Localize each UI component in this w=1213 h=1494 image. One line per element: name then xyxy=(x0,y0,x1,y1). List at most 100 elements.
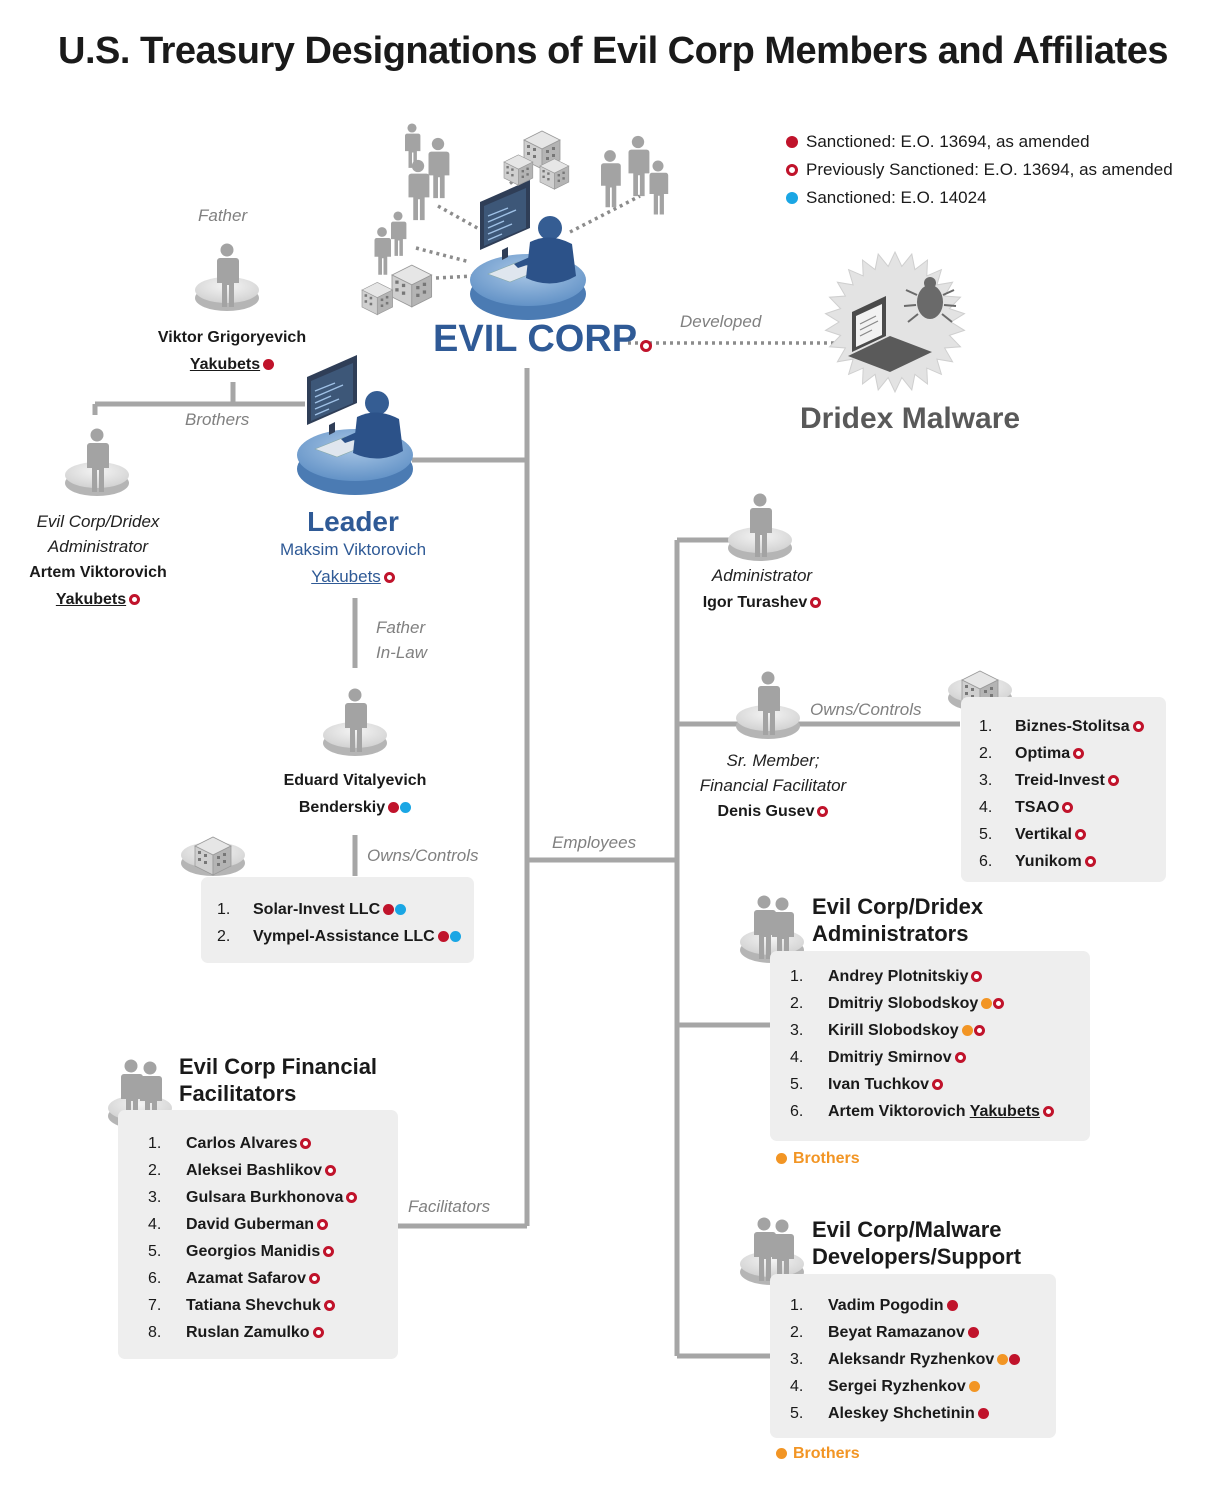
list-item-number: 4. xyxy=(790,1378,804,1395)
previously-marker-icon xyxy=(1073,748,1085,759)
father-in-law-label-2: In-Law xyxy=(376,643,428,662)
previously-marker-icon xyxy=(325,1165,337,1176)
list-item: 5. Georgios Manidis xyxy=(148,1238,357,1265)
owns-controls-label-gusev: Owns/Controls xyxy=(810,700,922,719)
list-item: 1.Biznes-Stolitsa xyxy=(979,713,1144,740)
list-item-number: 2. xyxy=(790,995,804,1012)
list-item-name: Azamat Safarov xyxy=(186,1270,307,1287)
list-item: 2. Dmitriy Slobodskoy xyxy=(790,990,1054,1017)
previously-marker-icon xyxy=(993,998,1005,1009)
sanctioned-marker-icon xyxy=(977,1408,989,1419)
previously-marker-icon xyxy=(323,1300,335,1311)
brothers-marker-icon xyxy=(997,1354,1009,1365)
legend-item-sanctioned: Sanctioned: E.O. 13694, as amended xyxy=(786,128,1173,156)
previously-marker-icon xyxy=(300,1138,312,1149)
list-item: 4. Sergei Ryzhenkov xyxy=(790,1373,1020,1400)
previously-marker-icon xyxy=(1084,856,1096,867)
brothers-marker-icon xyxy=(776,1448,787,1459)
list-item-name: Ivan Tuchkov xyxy=(828,1076,930,1093)
sanctioned-marker-icon xyxy=(437,931,449,942)
leader-first-name: Maksim Viktorovich xyxy=(279,540,427,559)
facilitators-label: Facilitators xyxy=(408,1197,491,1216)
list-item-name: Gulsara Burkhonova xyxy=(186,1189,344,1206)
sanctioned-marker-icon xyxy=(263,359,275,370)
administrator-name: Igor Turashev xyxy=(662,594,862,612)
legend-item-eo14024: Sanctioned: E.O. 14024 xyxy=(786,184,1173,212)
list-item-name: Treid-Invest xyxy=(1015,772,1105,789)
brothers-relation-label: Brothers xyxy=(185,410,250,429)
previously-marker-icon xyxy=(1042,1106,1054,1117)
previously-marker-icon xyxy=(932,1079,944,1090)
list-item-number: 2. xyxy=(217,928,231,945)
list-item-number: 6. xyxy=(979,853,993,870)
list-item-name: Yunikom xyxy=(1015,853,1082,870)
dridex-malware-graphic xyxy=(824,250,966,394)
eo14024-marker-icon xyxy=(395,904,407,915)
list-item-number: 5. xyxy=(148,1243,162,1260)
list-item-underlined-name: Yakubets xyxy=(969,1103,1040,1120)
previously-marker-icon xyxy=(312,1327,324,1338)
previously-marker-icon xyxy=(317,1219,329,1230)
list-item-name: Artem Viktorovich xyxy=(828,1103,970,1120)
list-item-number: 5. xyxy=(790,1405,804,1422)
sanctioned-marker-icon xyxy=(1009,1354,1021,1365)
father-in-law-first-name: Eduard Vitalyevich xyxy=(283,772,427,789)
sanctioned-marker-icon xyxy=(383,904,395,915)
list-item: 6. Yunikom xyxy=(979,848,1144,875)
list-item-number: 2. xyxy=(790,1324,804,1341)
list-item-name: Vympel-Assistance LLC xyxy=(253,928,435,945)
list-item: 1.Vadim Pogodin xyxy=(790,1292,1020,1319)
brothers-marker-icon xyxy=(981,998,993,1009)
list-item-name: Georgios Manidis xyxy=(186,1243,321,1260)
sr-member-role-line1: Sr. Member; xyxy=(726,751,820,770)
father-first-name: Viktor Grigoryevich xyxy=(157,329,307,346)
list-item-number: 4. xyxy=(790,1049,804,1066)
connector-lines xyxy=(92,368,960,1359)
father-in-law-label-1: Father xyxy=(376,618,426,637)
list-item: 6. Artem Viktorovich Yakubets xyxy=(790,1098,1054,1125)
list-item-name: Kirill Slobodskoy xyxy=(828,1022,959,1039)
sr-member-name: Denis Gusev xyxy=(668,803,878,821)
list-item: 2.Optima xyxy=(979,740,1144,767)
previously-sanctioned-marker-icon xyxy=(817,806,829,817)
list-item-number: 3. xyxy=(979,772,993,789)
brothers-marker-icon xyxy=(968,1381,980,1392)
previously-marker-icon xyxy=(346,1192,358,1203)
list-item: 2. Beyat Ramazanov xyxy=(790,1319,1020,1346)
previously-marker-icon xyxy=(1107,775,1119,786)
list-item: 1.Andrey Plotnitskiy xyxy=(790,963,1054,990)
brother-role-line1: Evil Corp/Dridex xyxy=(36,512,160,531)
list-item-name: Dmitriy Smirnov xyxy=(828,1049,952,1066)
previously-sanctioned-marker-icon xyxy=(640,340,653,352)
previously-marker-icon xyxy=(973,1025,985,1036)
list-item-name: Carlos Alvares xyxy=(186,1135,298,1152)
list-item: 1.Carlos Alvares xyxy=(148,1130,357,1157)
brother-role-line2: Administrator xyxy=(47,537,149,556)
list-item-number: 2. xyxy=(148,1162,162,1179)
list-item-name: Beyat Ramazanov xyxy=(828,1324,965,1341)
evil-corp-label: EVIL CORP xyxy=(433,318,653,361)
list-item-name: Optima xyxy=(1015,745,1071,762)
list-item-name: Dmitriy Slobodskoy xyxy=(828,995,979,1012)
list-item-number: 6. xyxy=(790,1103,804,1120)
list-item-name: Aleksandr Ryzhenkov xyxy=(828,1351,995,1368)
list-item-number: 5. xyxy=(790,1076,804,1093)
owns-controls-label-benderskiy: Owns/Controls xyxy=(367,846,479,865)
legend-item-previously-sanctioned: Previously Sanctioned: E.O. 13694, as am… xyxy=(786,156,1173,184)
sanctioned-marker-icon xyxy=(786,136,798,148)
list-item: 3.Kirill Slobodskoy xyxy=(790,1017,1054,1044)
list-item-name: Sergei Ryzhenkov xyxy=(828,1378,966,1395)
list-item: 6.Azamat Safarov xyxy=(148,1265,357,1292)
brother-first-name: Artem Viktorovich xyxy=(29,564,167,581)
previously-sanctioned-marker-icon xyxy=(786,164,798,176)
father-in-law-last-name: Benderskiy xyxy=(255,799,455,817)
